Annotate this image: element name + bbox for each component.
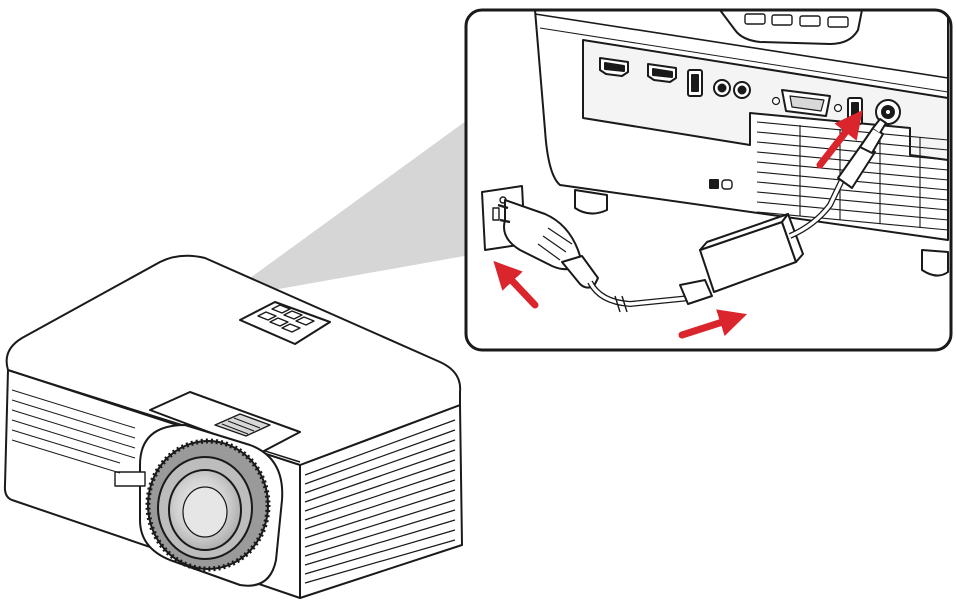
arrow-to-dc-port bbox=[816, 110, 863, 169]
ac-plug bbox=[497, 199, 599, 289]
hdmi-port-2 bbox=[647, 63, 677, 83]
rear-foot-left bbox=[574, 189, 608, 215]
rear-panel-inset bbox=[464, 8, 953, 352]
zoom-ring-slot bbox=[214, 413, 271, 437]
vga-port bbox=[771, 89, 843, 117]
front-label-slot bbox=[114, 471, 146, 487]
zoom-ring-ridges bbox=[221, 417, 261, 435]
front-vent-lines bbox=[11, 389, 136, 474]
side-vent-grille bbox=[304, 419, 456, 584]
hdmi-port-1 bbox=[599, 57, 629, 77]
adapter-connector bbox=[679, 279, 713, 305]
dc-plug bbox=[837, 118, 887, 189]
projector-top bbox=[5, 254, 462, 466]
arrow-to-outlet bbox=[493, 260, 539, 309]
arrow-to-adapter bbox=[678, 309, 747, 339]
keypad-buttons bbox=[257, 304, 315, 333]
instruction-arrows bbox=[493, 110, 863, 339]
dc-in-port bbox=[875, 99, 901, 125]
projector bbox=[3, 254, 463, 599]
kensington-lock bbox=[709, 179, 733, 190]
audio-jack-2 bbox=[733, 81, 751, 99]
audio-jack-1 bbox=[713, 79, 731, 97]
rear-foot-right bbox=[921, 249, 949, 277]
usb-port bbox=[687, 69, 703, 97]
callout-beam bbox=[250, 118, 470, 292]
inset-border bbox=[464, 8, 953, 352]
